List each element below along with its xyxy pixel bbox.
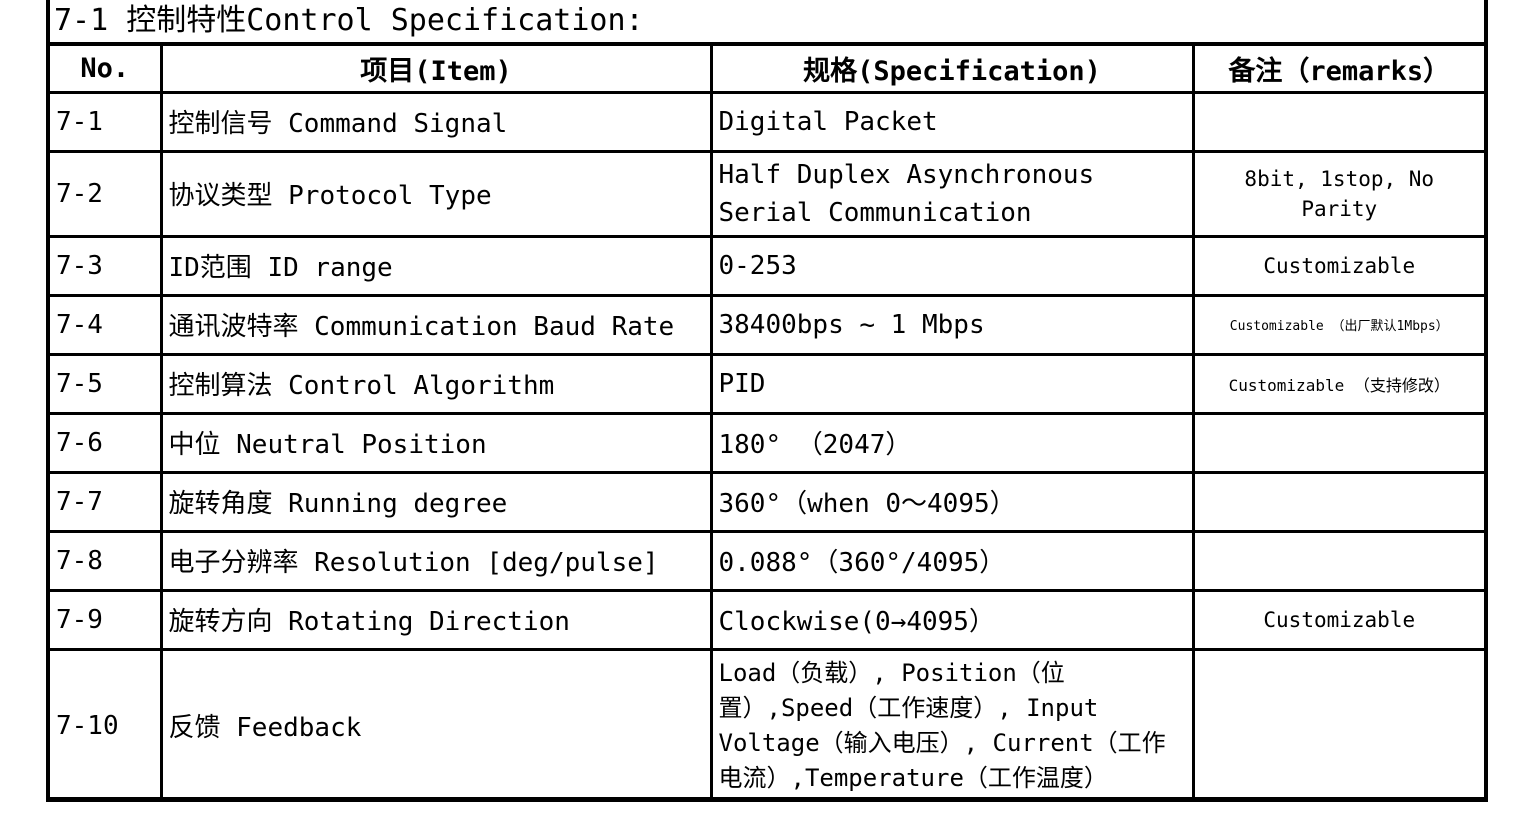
- row-remarks: 8bit, 1stop, No Parity: [1191, 149, 1484, 238]
- row-no: 7-7: [50, 470, 163, 533]
- row-spec: Half Duplex Asynchronous Serial Communic…: [709, 149, 1195, 238]
- table-row: 7-6 中位 Neutral Position 180° （2047）: [50, 411, 1484, 474]
- row-remarks: Customizable: [1191, 588, 1484, 651]
- row-no: 7-2: [50, 149, 163, 238]
- row-item: 中位 Neutral Position: [159, 411, 713, 474]
- row-spec: Clockwise(0→4095）: [709, 588, 1195, 651]
- table-row: 7-2 协议类型 Protocol Type Half Duplex Async…: [50, 149, 1484, 238]
- row-item: 控制信号 Command Signal: [159, 90, 713, 153]
- column-header-item: 项目(Item): [159, 42, 713, 94]
- table-header-row: No. 项目(Item) 规格(Specification) 备注（remark…: [50, 42, 1484, 94]
- row-no: 7-8: [50, 529, 163, 592]
- row-spec: 0-253: [709, 234, 1195, 297]
- row-item: 控制算法 Control Algorithm: [159, 352, 713, 415]
- table-row: 7-1 控制信号 Command Signal Digital Packet: [50, 90, 1484, 153]
- row-no: 7-10: [50, 647, 163, 801]
- row-remarks: [1191, 470, 1484, 533]
- row-remarks: Customizable （出厂默认1Mbps）: [1191, 293, 1484, 356]
- table-row: 7-8 电子分辨率 Resolution [deg/pulse] 0.088°（…: [50, 529, 1484, 592]
- row-spec: 360°（when 0～4095）: [709, 470, 1195, 533]
- row-no: 7-9: [50, 588, 163, 651]
- row-item: 反馈 Feedback: [159, 647, 713, 801]
- column-header-remarks: 备注（remarks）: [1191, 42, 1484, 94]
- row-item: 协议类型 Protocol Type: [159, 149, 713, 238]
- row-no: 7-5: [50, 352, 163, 415]
- table-row: 7-3 ID范围 ID range 0-253 Customizable: [50, 234, 1484, 297]
- row-spec: Load（负载）, Position（位置）,Speed（工作速度）, Inpu…: [709, 647, 1195, 801]
- row-item: 旋转角度 Running degree: [159, 470, 713, 533]
- row-item: 电子分辨率 Resolution [deg/pulse]: [159, 529, 713, 592]
- row-spec: 0.088°（360°/4095）: [709, 529, 1195, 592]
- table-row: 7-5 控制算法 Control Algorithm PID Customiza…: [50, 352, 1484, 415]
- row-spec: PID: [709, 352, 1195, 415]
- row-item: ID范围 ID range: [159, 234, 713, 297]
- table-row: 7-4 通讯波特率 Communication Baud Rate 38400b…: [50, 293, 1484, 356]
- row-remarks: Customizable: [1191, 234, 1484, 297]
- column-header-spec: 规格(Specification): [709, 42, 1195, 94]
- row-no: 7-3: [50, 234, 163, 297]
- row-remarks: [1191, 647, 1484, 801]
- row-no: 7-6: [50, 411, 163, 474]
- row-spec: 38400bps ~ 1 Mbps: [709, 293, 1195, 356]
- table-row: 7-7 旋转角度 Running degree 360°（when 0～4095…: [50, 470, 1484, 533]
- row-spec: 180° （2047）: [709, 411, 1195, 474]
- control-spec-table: No. 项目(Item) 规格(Specification) 备注（remark…: [50, 42, 1484, 801]
- row-spec: Digital Packet: [709, 90, 1195, 153]
- table-row: 7-10 反馈 Feedback Load（负载）, Position（位置）,…: [50, 647, 1484, 801]
- row-remarks: [1191, 90, 1484, 153]
- table-row: 7-9 旋转方向 Rotating Direction Clockwise(0→…: [50, 588, 1484, 651]
- row-item: 旋转方向 Rotating Direction: [159, 588, 713, 651]
- row-remarks: [1191, 529, 1484, 592]
- row-no: 7-4: [50, 293, 163, 356]
- row-no: 7-1: [50, 90, 163, 153]
- row-remarks: [1191, 411, 1484, 474]
- section-heading: 7-1 控制特性Control Specification:: [54, 3, 644, 38]
- column-header-no: No.: [50, 42, 163, 94]
- row-remarks: Customizable （支持修改）: [1191, 352, 1484, 415]
- row-item: 通讯波特率 Communication Baud Rate: [159, 293, 713, 356]
